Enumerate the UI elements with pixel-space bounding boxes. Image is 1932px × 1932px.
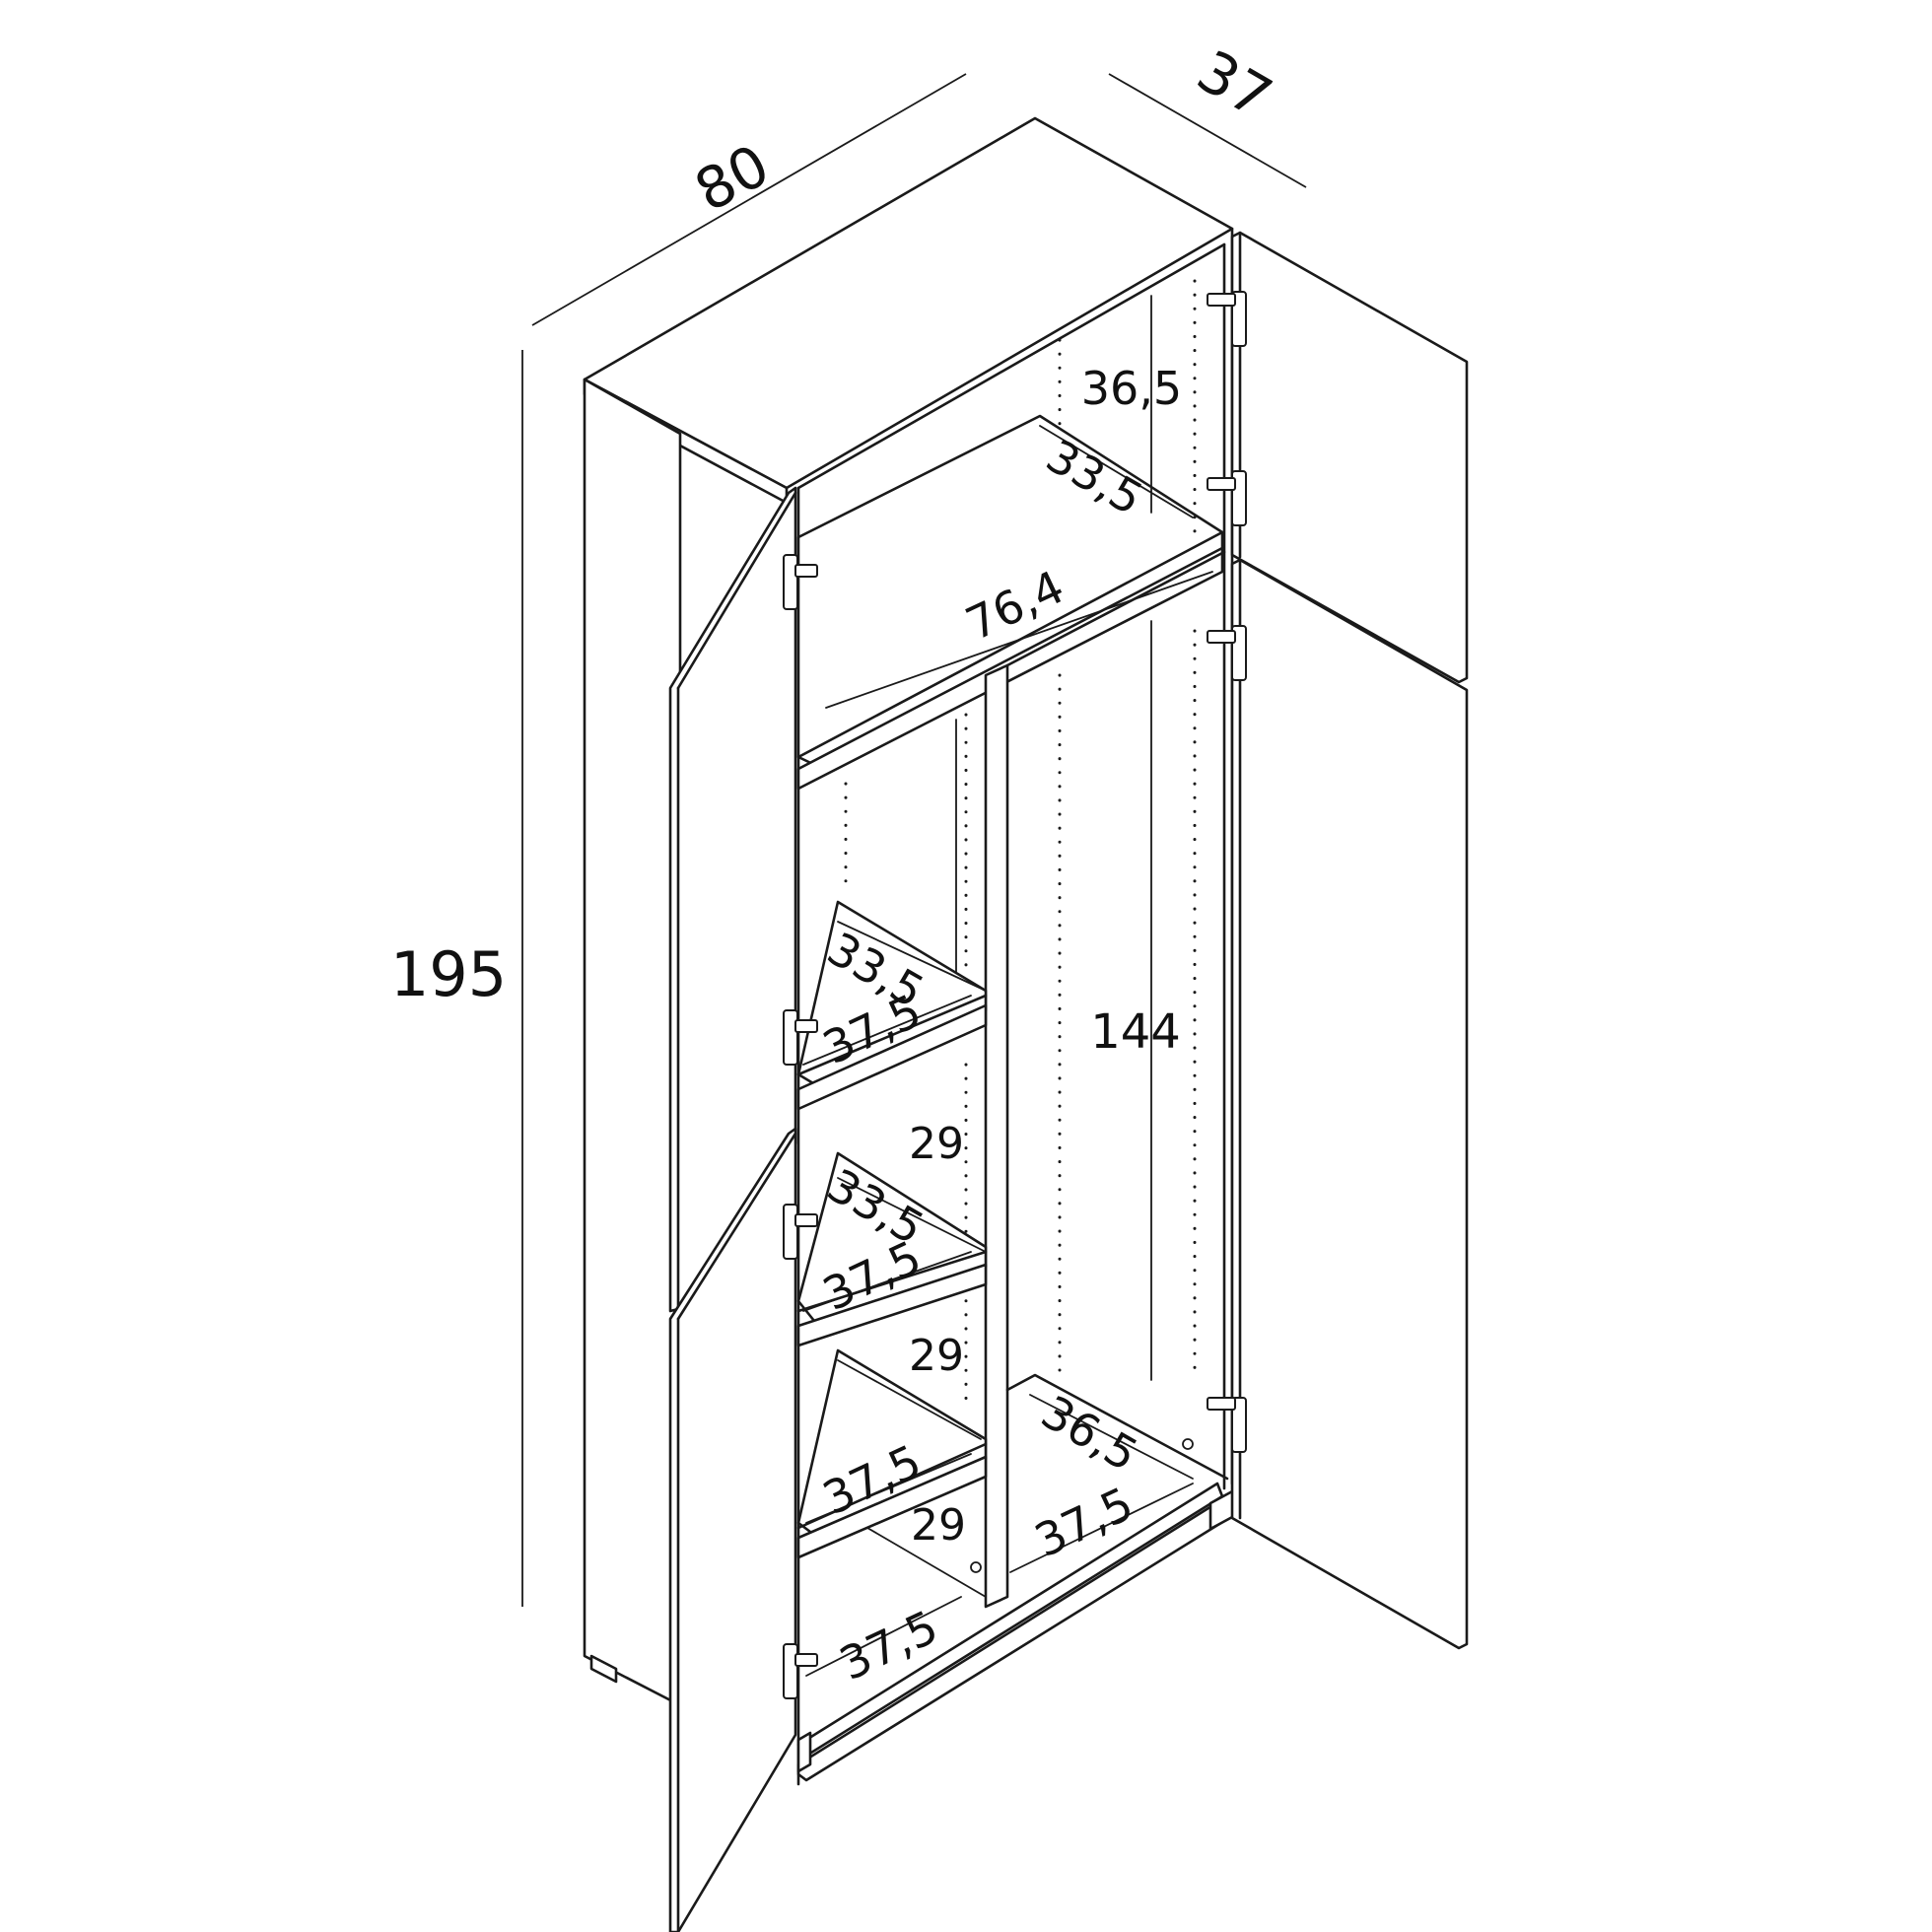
width-dimension-line — [531, 73, 967, 326]
hinge-left-upper-bottom — [783, 1009, 818, 1066]
hinge-left-upper-top — [783, 554, 818, 610]
right-bottom-back-edge — [1005, 1373, 1229, 1481]
overall-dimension-lines — [521, 73, 1307, 1607]
hinge-right-lower-top — [1207, 625, 1247, 681]
left-bottom-width-guide — [805, 1596, 962, 1677]
hanging-height-label: 144 — [1090, 1004, 1181, 1060]
left-gap-2-label: 29 — [909, 1331, 964, 1381]
top-shelf-depth-guide — [1039, 425, 1194, 518]
hinges — [783, 291, 1247, 1699]
left-lower-door-inner-edge — [676, 1132, 797, 1321]
overall-depth-label: 37 — [1187, 37, 1283, 132]
overall-height-label: 195 — [390, 938, 507, 1010]
carcass-back-top-edge — [796, 242, 1226, 490]
right-lower-door — [1230, 558, 1469, 1650]
left-shelf-2-thickness — [796, 1263, 988, 1347]
left-shelf-3-thickness — [796, 1455, 988, 1559]
vertical-divider-panel — [984, 663, 1009, 1609]
cam-lock-right — [1182, 1438, 1194, 1450]
left-shelf-3-width-guide — [805, 1453, 972, 1524]
right-bottom-depth-guide — [1029, 1394, 1194, 1480]
front-foot — [796, 1731, 812, 1773]
left-foot — [589, 1654, 618, 1684]
carcass-left-side — [583, 378, 682, 1707]
left-shelf-1-width-guide — [802, 995, 972, 1066]
top-shelf-front-edge — [796, 530, 1224, 759]
right-hanging-compartment — [1005, 620, 1229, 1573]
left-shelf-1-depth-guide — [837, 921, 987, 992]
hinge-left-lower-bottom — [783, 1643, 818, 1699]
right-bottom-width-guide — [1009, 1483, 1194, 1573]
hinge-right-upper-bottom — [1207, 470, 1247, 526]
left-upper-door-inner-edge — [676, 491, 797, 690]
cam-lock — [970, 1561, 982, 1573]
top-inner-width-guide — [825, 571, 1213, 709]
overall-width-label: 80 — [684, 131, 780, 225]
left-bottom-depth-guide — [866, 1527, 987, 1598]
hinge-right-lower-bottom — [1207, 1397, 1247, 1453]
hinge-left-lower-top — [783, 1204, 818, 1260]
left-shelf-2-depth-guide — [837, 1177, 987, 1253]
doors — [668, 231, 1469, 1932]
left-gap-3-label: 29 — [911, 1500, 966, 1551]
top-compartment-height-label: 36,5 — [1081, 362, 1182, 415]
hinge-right-upper-top — [1207, 291, 1247, 347]
left-gap-1-label: 29 — [909, 1119, 964, 1169]
middle-divider — [984, 550, 1226, 1609]
left-lower-door — [668, 1127, 797, 1932]
left-shelf-column — [796, 713, 988, 1677]
left-shelf-1-front-edge — [796, 994, 988, 1076]
left-shelf-2-width-guide — [802, 1251, 972, 1312]
left-shelf-1-thickness — [796, 1003, 988, 1111]
divider-top-edge — [1005, 550, 1226, 667]
depth-dimension-line — [1108, 73, 1307, 188]
right-bottom-depth-label: 36,5 — [1033, 1385, 1147, 1482]
left-shelf-3-depth-guide — [837, 1359, 982, 1440]
